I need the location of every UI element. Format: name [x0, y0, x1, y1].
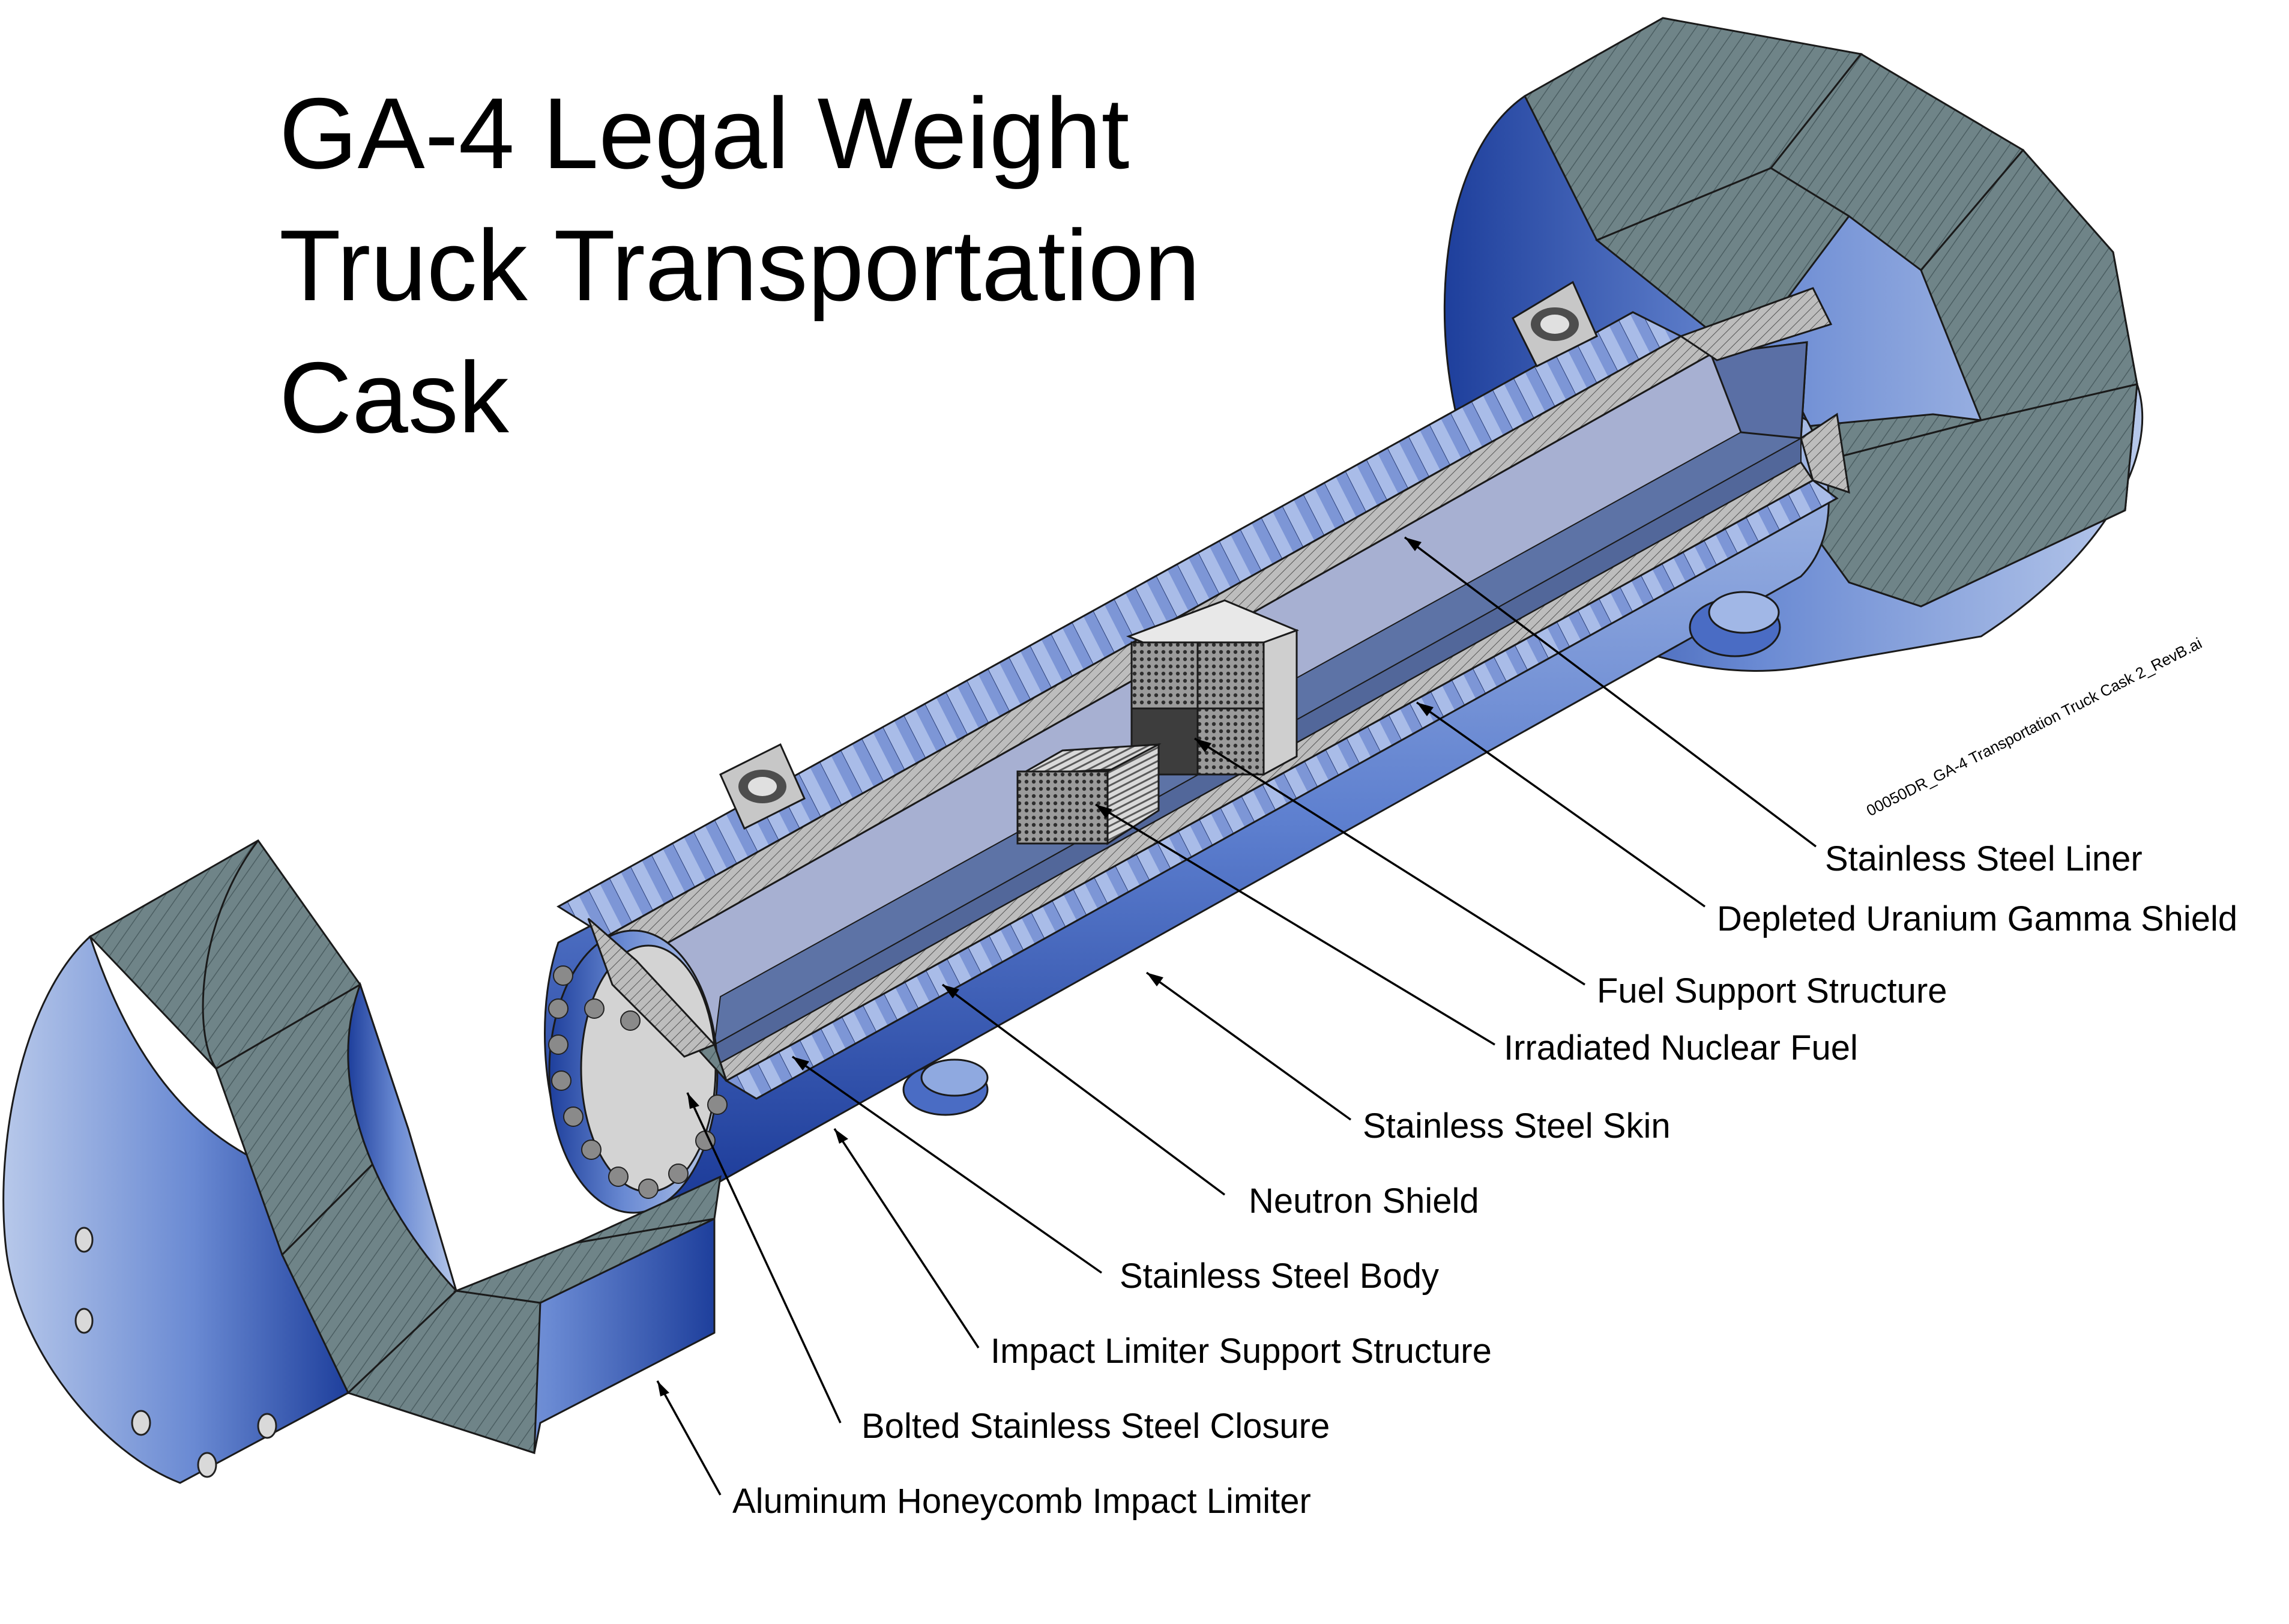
leader-liner — [1404, 536, 1817, 848]
bolted-closure-end — [548, 917, 728, 1214]
title-line-3: Cask — [279, 341, 510, 454]
leader-lines — [656, 536, 1817, 1496]
fuel-assemblies — [1016, 599, 1300, 845]
tie-down-lug-rear — [1512, 280, 1598, 368]
arrowhead-skin — [1147, 973, 1163, 986]
arrowhead-fuel-support — [1195, 738, 1211, 752]
leader-closure — [686, 1092, 842, 1423]
label-neutron-shield: Neutron Shield — [1249, 1182, 1479, 1221]
label-aluminum-honeycomb-impact-limiter: Aluminum Honeycomb Impact Limiter — [732, 1482, 1311, 1521]
tie-down-lug-front — [719, 743, 806, 830]
label-stainless-steel-skin: Stainless Steel Skin — [1363, 1106, 1671, 1146]
arrowhead-body — [792, 1057, 809, 1070]
arrowhead-closure — [687, 1093, 699, 1109]
arrowhead-du-shield — [1417, 702, 1434, 716]
label-fuel-support-structure: Fuel Support Structure — [1597, 971, 1947, 1010]
front-impact-limiter — [2, 839, 722, 1484]
component-labels: Stainless Steel Liner Depleted Uranium G… — [732, 839, 2237, 1521]
limiter-mounting-holes — [74, 1227, 277, 1478]
arrowhead-liner — [1405, 537, 1422, 551]
arrowhead-fuel — [1096, 804, 1112, 818]
closure-bolts — [548, 965, 728, 1199]
label-stainless-steel-liner: Stainless Steel Liner — [1825, 839, 2143, 878]
leader-skin — [1145, 971, 1352, 1121]
label-impact-limiter-support-structure: Impact Limiter Support Structure — [991, 1332, 1492, 1371]
file-identifier: 00050DR_GA-4 Transportation Truck Cask 2… — [1863, 634, 2205, 820]
title-line-2: Truck Transportation — [279, 209, 1200, 322]
leader-limiter-support — [833, 1128, 980, 1348]
leader-fuel — [1095, 803, 1495, 1046]
label-irradiated-nuclear-fuel: Irradiated Nuclear Fuel — [1504, 1028, 1858, 1067]
diagram-title: GA-4 Legal Weight Truck Transportation C… — [279, 77, 1200, 454]
arrowhead-neutron — [942, 985, 959, 998]
label-stainless-steel-body: Stainless Steel Body — [1120, 1257, 1439, 1296]
title-line-1: GA-4 Legal Weight — [279, 77, 1129, 190]
arrowhead-limiter-support — [834, 1129, 848, 1144]
label-depleted-uranium-gamma-shield: Depleted Uranium Gamma Shield — [1717, 899, 2237, 938]
leader-du-shield — [1416, 701, 1706, 908]
leader-neutron — [941, 983, 1226, 1196]
leader-honeycomb — [656, 1380, 722, 1496]
leader-body — [791, 1055, 1103, 1274]
leader-fuel-support — [1194, 737, 1585, 986]
arrowhead-honeycomb — [657, 1381, 669, 1396]
label-bolted-stainless-steel-closure: Bolted Stainless Steel Closure — [861, 1407, 1330, 1446]
